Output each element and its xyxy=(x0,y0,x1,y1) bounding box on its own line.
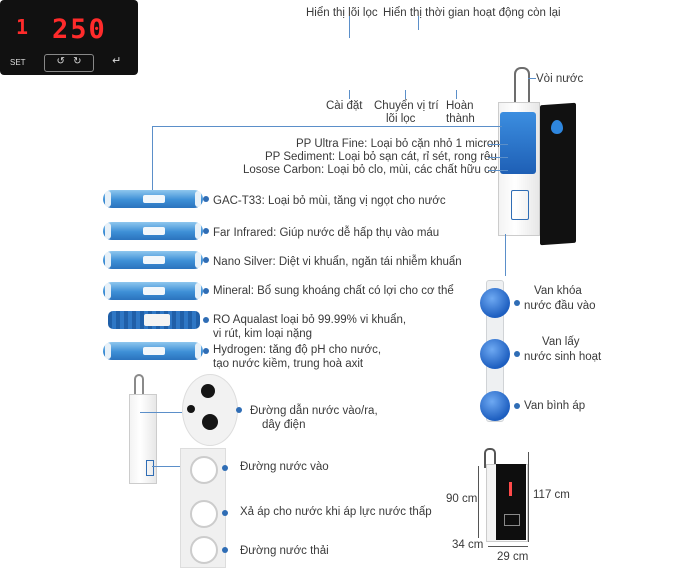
filter-far-infrared xyxy=(103,222,203,240)
rear-faucet-icon xyxy=(134,374,144,398)
callout-dot xyxy=(514,403,520,409)
waste-label: Đường nước thải xyxy=(240,545,329,557)
pre-filter-2: PP Sediment: Loại bỏ sạn cát, rỉ sét, ro… xyxy=(265,151,497,163)
connector-line xyxy=(152,126,153,190)
depth-height-label: 90 cm xyxy=(446,493,478,505)
callout-line xyxy=(405,90,406,99)
done-label-line1: Hoàn xyxy=(446,100,474,112)
faucet-label: Vòi nước xyxy=(536,73,584,85)
callout-line xyxy=(488,170,508,171)
filter-label-hydrogen-line1: Hydrogen: tăng độ pH cho nước, xyxy=(213,344,382,356)
filter-label-mineral: Mineral: Bổ sung khoáng chất có lợi cho … xyxy=(213,285,454,297)
connector-line xyxy=(140,412,182,413)
callout-dot xyxy=(203,196,209,202)
rear-port-icon xyxy=(146,460,154,476)
pressure-label: Xả áp cho nước khi áp lực nước thấp xyxy=(240,506,432,518)
move-label-line1: Chuyển vị trí xyxy=(374,100,439,112)
filter-label-ro-line2: vi rút, kim loại nặng xyxy=(213,328,313,340)
water-in-port-icon xyxy=(190,456,218,484)
callout-line xyxy=(528,78,536,79)
filter-label-nano-silver: Nano Silver: Diệt vi khuẩn, ngăn tái nhi… xyxy=(213,256,462,268)
callout-line xyxy=(349,16,350,38)
rear-plate xyxy=(182,374,238,446)
inlet-valve-knob[interactable] xyxy=(480,288,510,318)
pressure-port-icon xyxy=(190,500,218,528)
height-label: 117 cm xyxy=(533,489,570,501)
inlet-valve-label-line2: nước đầu vào xyxy=(524,300,596,312)
filter-hydrogen xyxy=(103,342,203,360)
filter-label-gac-t33: GAC-T33: Loại bỏ mùi, tăng vị ngọt cho n… xyxy=(213,195,446,207)
filter-digit-display: 1 xyxy=(16,15,29,39)
time-remaining-label: Hiển thị thời gian hoạt động còn lại xyxy=(383,7,561,19)
time-display: 250 xyxy=(52,14,107,45)
waste-port-icon xyxy=(190,536,218,564)
callout-dot xyxy=(514,351,520,357)
draw-valve-label-line1: Van lấy xyxy=(542,336,580,348)
water-drop-icon xyxy=(551,120,563,134)
filter-gac-t33 xyxy=(103,190,203,208)
depth-dim-line xyxy=(478,466,479,538)
callout-line xyxy=(349,90,350,99)
draw-valve-knob[interactable] xyxy=(480,339,510,369)
tank-valve-knob[interactable] xyxy=(480,391,510,421)
done-label-line2: thành xyxy=(446,113,475,125)
pre-filters-image xyxy=(500,112,536,174)
rear-pipe-label-line2: dây điện xyxy=(262,419,306,431)
filter-label-hydrogen-line2: tạo nước kiềm, trung hoà axit xyxy=(213,358,364,370)
width-dim-line xyxy=(488,546,528,547)
dim-faucet-icon xyxy=(484,448,496,468)
enter-icon[interactable]: ↵ xyxy=(112,55,122,67)
height-dim-line xyxy=(528,452,529,542)
filter-mineral xyxy=(103,282,203,300)
control-panel: 1 250 SET ↺ ↻ ↵ xyxy=(0,0,138,75)
callout-line xyxy=(488,157,508,158)
callout-line xyxy=(418,16,419,30)
depth-label: 34 cm xyxy=(452,539,484,551)
water-in-label: Đường nước vào xyxy=(240,461,329,473)
callout-dot xyxy=(514,300,520,306)
callout-dot xyxy=(222,465,228,471)
callout-dot xyxy=(236,407,242,413)
settings-label: Cài đặt xyxy=(326,100,363,112)
faucet-icon xyxy=(514,67,530,109)
rear-pipe-label-line1: Đường dẫn nước vào/ra, xyxy=(250,405,378,417)
filter-label-far-infrared: Far Infrared: Giúp nước dễ hấp thụ vào m… xyxy=(213,227,440,239)
rear-cabinet xyxy=(129,394,157,484)
width-label: 29 cm xyxy=(497,551,529,563)
callout-dot xyxy=(222,547,228,553)
callout-dot xyxy=(203,288,209,294)
filter-display-label: Hiển thị lõi lọc xyxy=(306,7,378,19)
move-label-line2: lõi lọc xyxy=(386,113,416,125)
callout-dot xyxy=(203,257,209,263)
pre-filter-1: PP Ultra Fine: Loại bỏ cặn nhỏ 1 micron xyxy=(296,138,500,150)
callout-dot xyxy=(203,228,209,234)
callout-dot xyxy=(222,510,228,516)
inlet-valve-label-line1: Van khóa xyxy=(534,285,582,297)
pre-filter-3: Losose Carbon: Loại bỏ clo, mùi, các chấ… xyxy=(243,164,498,176)
filter-label-ro-line1: RO Aqualast loại bỏ 99.99% vi khuẩn, xyxy=(213,314,407,326)
callout-line xyxy=(456,90,457,99)
valve-panel-icon xyxy=(511,190,529,220)
tank-valve-label: Van bình áp xyxy=(524,400,586,412)
filter-nano-silver xyxy=(103,251,203,269)
filter-ro-aqualast xyxy=(108,311,200,329)
connector-line xyxy=(505,234,506,276)
dim-door xyxy=(496,464,526,540)
set-button[interactable]: SET xyxy=(10,58,26,67)
callout-line xyxy=(488,144,508,145)
callout-dot xyxy=(203,317,209,323)
callout-dot xyxy=(203,348,209,354)
connector-line xyxy=(152,466,182,467)
draw-valve-label-line2: nước sinh hoạt xyxy=(524,351,602,363)
connector-line xyxy=(152,126,502,127)
move-arrows-button[interactable]: ↺ ↻ xyxy=(44,54,94,72)
